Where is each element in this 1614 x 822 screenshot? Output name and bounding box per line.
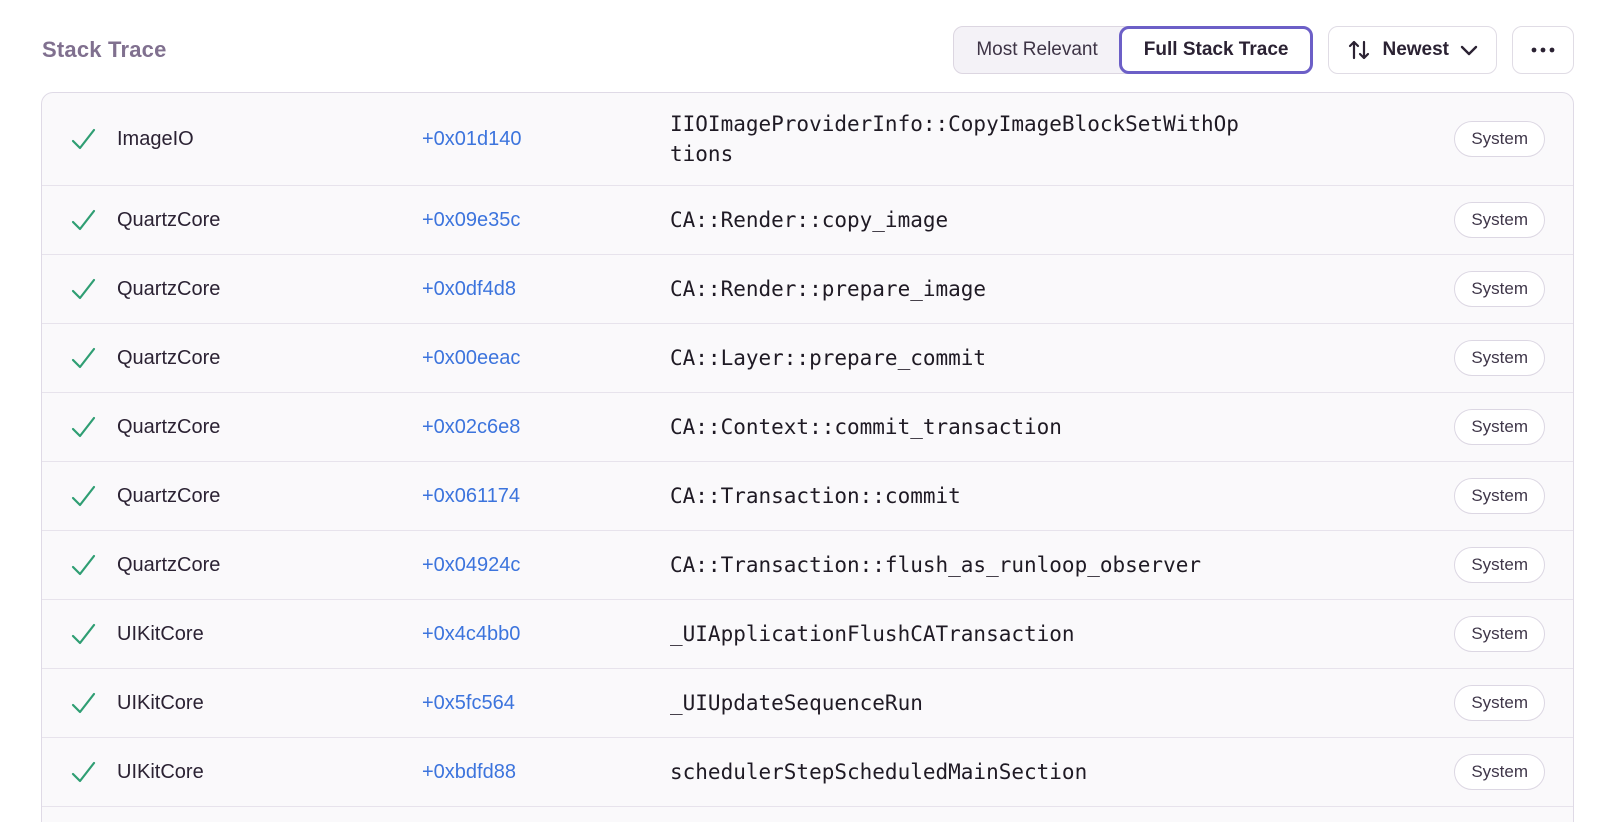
module-name: QuartzCore xyxy=(117,416,221,438)
stack-frame-row[interactable]: QuartzCore +0x04924c CA::Transaction::fl… xyxy=(42,530,1573,599)
symbolication-check-icon xyxy=(70,207,117,234)
page-title: Stack Trace xyxy=(42,37,167,62)
system-badge: System xyxy=(1454,202,1545,238)
more-options-button[interactable] xyxy=(1512,26,1574,74)
address-link[interactable]: +0x4c4bb0 xyxy=(422,623,521,645)
most-relevant-button[interactable]: Most Relevant xyxy=(953,26,1129,74)
address-link[interactable]: +0xbdfd88 xyxy=(422,761,516,783)
module-name: UIKitCore xyxy=(117,623,204,645)
sort-newest-button[interactable]: Newest xyxy=(1328,26,1497,74)
stack-trace-table: ImageIO +0x01d140 IIOImageProviderInfo::… xyxy=(41,92,1574,822)
stack-frame-row[interactable]: UIKitCore +0xbdfd88 schedulerStepSchedul… xyxy=(42,737,1573,806)
function-name: CA::Transaction::commit xyxy=(670,484,961,508)
module-name: QuartzCore xyxy=(117,278,221,300)
system-badge: System xyxy=(1454,547,1545,583)
address-link[interactable]: +0x5fc564 xyxy=(422,692,515,714)
stack-frame-row[interactable]: ImageIO +0x01d140 IIOImageProviderInfo::… xyxy=(42,93,1573,185)
stack-frame-row[interactable]: QuartzCore +0x02c6e8 CA::Context::commit… xyxy=(42,392,1573,461)
address-link[interactable]: +0x061174 xyxy=(422,485,521,507)
stack-frame-row[interactable]: QuartzCore +0x0df4d8 CA::Render::prepare… xyxy=(42,254,1573,323)
symbolication-check-icon xyxy=(70,483,117,510)
system-badge: System xyxy=(1454,685,1545,721)
symbolication-check-icon xyxy=(70,690,117,717)
module-name: QuartzCore xyxy=(117,485,221,507)
function-name: _UIUpdateSequenceRun xyxy=(670,691,923,715)
symbolication-check-icon xyxy=(70,759,117,786)
toolbar: Most Relevant Full Stack Trace Newest xyxy=(953,26,1574,74)
module-name: ImageIO xyxy=(117,128,194,150)
function-name: CA::Render::copy_image xyxy=(670,208,949,232)
address-link[interactable]: +0x00eeac xyxy=(422,347,521,369)
system-badge: System xyxy=(1454,121,1545,157)
symbolication-check-icon xyxy=(70,276,117,303)
function-name: CA::Layer::prepare_commit xyxy=(670,346,987,370)
stack-frame-row[interactable]: UIKitCore +0xbdef74 runloopSourceCallbac… xyxy=(42,806,1573,822)
module-name: UIKitCore xyxy=(117,761,204,783)
symbolication-check-icon xyxy=(70,126,117,153)
address-link[interactable]: +0x09e35c xyxy=(422,209,521,231)
full-stack-trace-button[interactable]: Full Stack Trace xyxy=(1118,26,1314,74)
module-name: QuartzCore xyxy=(117,347,221,369)
chevron-down-icon xyxy=(1460,45,1478,56)
system-badge: System xyxy=(1454,340,1545,376)
symbolication-check-icon xyxy=(70,345,117,372)
function-name: schedulerStepScheduledMainSection xyxy=(670,760,1088,784)
function-name: IIOImageProviderInfo::CopyImageBlockSetW… xyxy=(670,112,1239,166)
sort-label: Newest xyxy=(1382,39,1449,60)
address-link[interactable]: +0x01d140 xyxy=(422,128,522,150)
system-badge: System xyxy=(1454,271,1545,307)
stack-frame-row[interactable]: QuartzCore +0x00eeac CA::Layer::prepare_… xyxy=(42,323,1573,392)
function-name: _UIApplicationFlushCATransaction xyxy=(670,622,1075,646)
stack-trace-header: Stack Trace Most Relevant Full Stack Tra… xyxy=(0,0,1614,92)
ellipsis-icon xyxy=(1530,46,1556,54)
module-name: UIKitCore xyxy=(117,692,204,714)
address-link[interactable]: +0x04924c xyxy=(422,554,521,576)
stack-frame-row[interactable]: UIKitCore +0x4c4bb0 _UIApplicationFlushC… xyxy=(42,599,1573,668)
symbolication-check-icon xyxy=(70,552,117,579)
module-name: QuartzCore xyxy=(117,554,221,576)
address-link[interactable]: +0x0df4d8 xyxy=(422,278,516,300)
address-link[interactable]: +0x02c6e8 xyxy=(422,416,521,438)
function-name: CA::Render::prepare_image xyxy=(670,277,987,301)
stack-frame-row[interactable]: UIKitCore +0x5fc564 _UIUpdateSequenceRun… xyxy=(42,668,1573,737)
symbolication-check-icon xyxy=(70,621,117,648)
stack-frame-row[interactable]: QuartzCore +0x061174 CA::Transaction::co… xyxy=(42,461,1573,530)
view-toggle: Most Relevant Full Stack Trace xyxy=(953,26,1314,74)
function-name: CA::Context::commit_transaction xyxy=(670,415,1062,439)
system-badge: System xyxy=(1454,409,1545,445)
system-badge: System xyxy=(1454,478,1545,514)
stack-frame-row[interactable]: QuartzCore +0x09e35c CA::Render::copy_im… xyxy=(42,185,1573,254)
symbolication-check-icon xyxy=(70,414,117,441)
system-badge: System xyxy=(1454,754,1545,790)
module-name: QuartzCore xyxy=(117,209,221,231)
sort-arrows-icon xyxy=(1347,37,1371,63)
function-name: CA::Transaction::flush_as_runloop_observ… xyxy=(670,553,1202,577)
system-badge: System xyxy=(1454,616,1545,652)
